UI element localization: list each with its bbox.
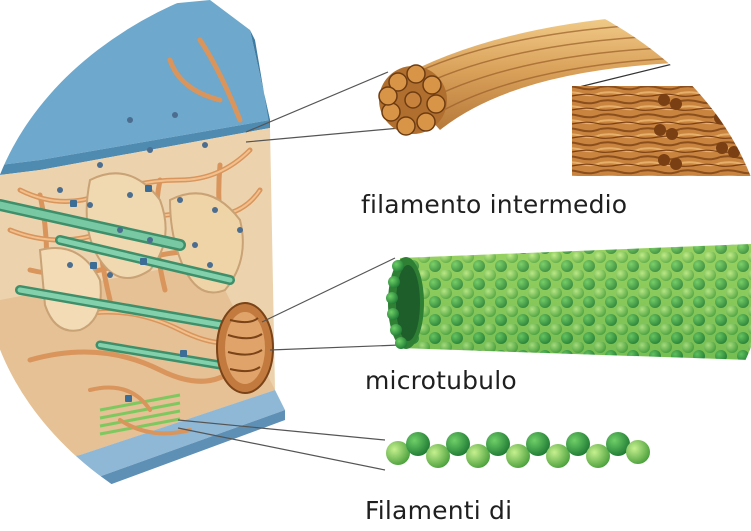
microtubule-illustration <box>386 244 751 360</box>
cytoskeleton-illustration <box>0 0 285 505</box>
microfilament-label: Filamenti di <box>365 496 512 525</box>
intermediate-filament-label: filamento intermedio <box>361 190 627 219</box>
microtubule-label: microtubulo <box>365 366 517 395</box>
